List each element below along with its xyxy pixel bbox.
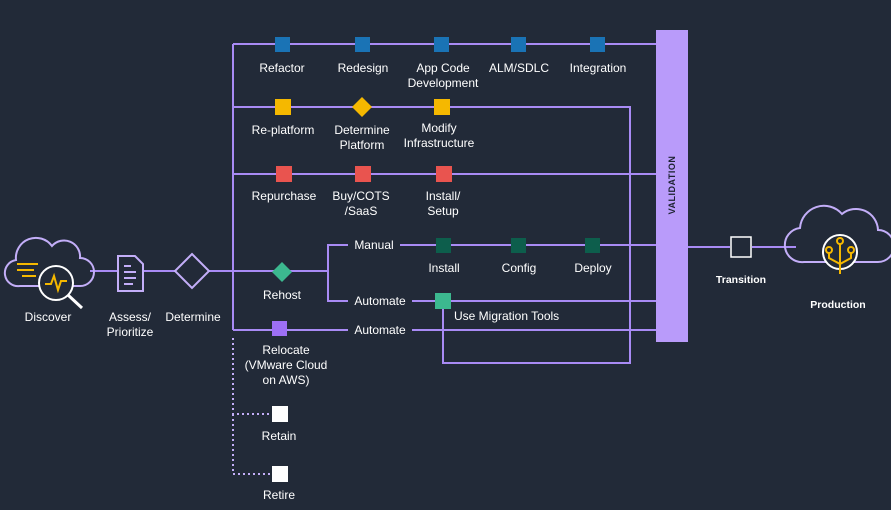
install-label: Install xyxy=(428,261,460,275)
retire-label: Retire xyxy=(262,488,295,502)
relocate-node[interactable] xyxy=(272,321,287,336)
install-setup-node[interactable] xyxy=(436,166,452,182)
relocate-label: Relocate (VMware Cloud on AWS) xyxy=(244,343,328,387)
validation-bar xyxy=(656,30,688,342)
line-retire-dotted xyxy=(232,414,272,475)
retain-node[interactable] xyxy=(272,406,288,422)
magnifier-icon xyxy=(17,263,84,310)
transition-node[interactable] xyxy=(730,236,752,258)
buy-cots-node[interactable] xyxy=(355,166,371,182)
rehost-diamond[interactable] xyxy=(272,262,292,282)
dotted-lines xyxy=(232,338,272,475)
retain-label: Retain xyxy=(261,429,297,443)
alm-label: ALM/SDLC xyxy=(488,61,550,75)
config-node[interactable] xyxy=(511,238,526,253)
redesign-label: Redesign xyxy=(337,61,389,75)
production-cloud-icon xyxy=(783,204,891,274)
integration-label: Integration xyxy=(569,61,627,75)
repurchase-node[interactable] xyxy=(276,166,292,182)
determine-platform-diamond[interactable] xyxy=(352,97,372,117)
refactor-label: Refactor xyxy=(259,61,305,75)
validation-label: VALIDATION xyxy=(667,155,677,215)
alm-node[interactable] xyxy=(511,37,526,52)
deploy-node[interactable] xyxy=(585,238,600,253)
config-label: Config xyxy=(501,261,537,275)
refactor-node[interactable] xyxy=(275,37,290,52)
manual-label: Manual xyxy=(354,238,394,252)
app-code-label: App Code Development xyxy=(407,61,479,90)
document-icon xyxy=(117,255,144,292)
automate-rehost-label: Automate xyxy=(354,294,406,308)
replatform-label: Re-platform xyxy=(251,123,315,137)
assess-label: Assess/ Prioritize xyxy=(106,310,154,339)
repurchase-label: Repurchase xyxy=(251,189,317,203)
buy-cots-label: Buy/COTS /SaaS xyxy=(332,189,390,218)
integration-node[interactable] xyxy=(590,37,605,52)
replatform-node[interactable] xyxy=(275,99,291,115)
migration-tools-node[interactable] xyxy=(435,293,451,309)
discover-cloud-icon xyxy=(3,236,95,288)
rehost-label: Rehost xyxy=(262,288,302,302)
automate-relocate-label: Automate xyxy=(354,323,406,337)
production-label: Production xyxy=(810,299,866,311)
transition-label: Transition xyxy=(715,274,767,286)
determine-label: Determine xyxy=(165,310,221,324)
line-replatform-row xyxy=(233,106,631,364)
deploy-label: Deploy xyxy=(574,261,612,275)
app-code-node[interactable] xyxy=(434,37,449,52)
determine-platform-label: Determine Platform xyxy=(334,123,390,152)
determine-diamond-icon xyxy=(173,252,211,290)
modify-infra-label: Modify Infrastructure xyxy=(403,121,475,150)
modify-infra-node[interactable] xyxy=(434,99,450,115)
redesign-node[interactable] xyxy=(355,37,370,52)
line-rehost-split-down xyxy=(327,271,348,302)
discover-label: Discover xyxy=(24,310,72,324)
install-node[interactable] xyxy=(436,238,451,253)
install-setup-label: Install/ Setup xyxy=(425,189,461,218)
retire-node[interactable] xyxy=(272,466,288,482)
migration-tools-label: Use Migration Tools xyxy=(454,309,560,323)
line-rehost-split xyxy=(327,244,348,271)
